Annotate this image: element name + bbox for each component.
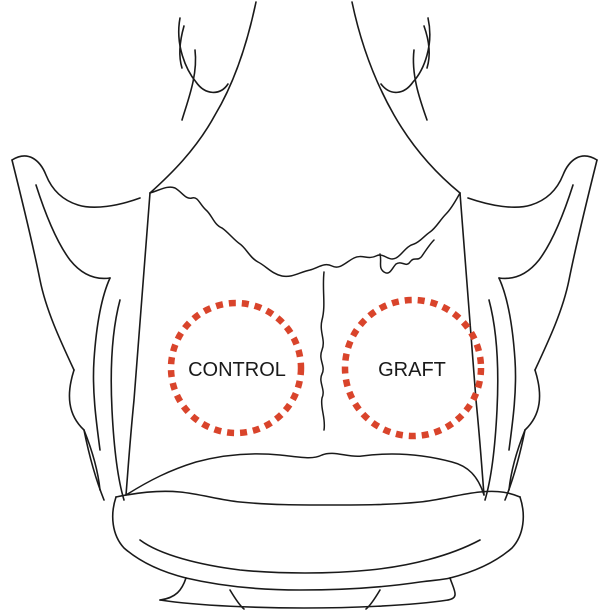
control-label: CONTROL [188, 359, 286, 381]
sagittal-suture [321, 272, 325, 430]
calvarium [126, 193, 484, 495]
frontal-bone-suture [150, 187, 460, 276]
nasal-bones [150, 2, 460, 193]
occipital-region [113, 453, 524, 609]
graft-label: GRAFT [378, 359, 446, 381]
left-zygomatic-arch [12, 156, 140, 500]
frontal-suture-detail [380, 240, 434, 273]
right-zygomatic-arch [468, 156, 597, 500]
